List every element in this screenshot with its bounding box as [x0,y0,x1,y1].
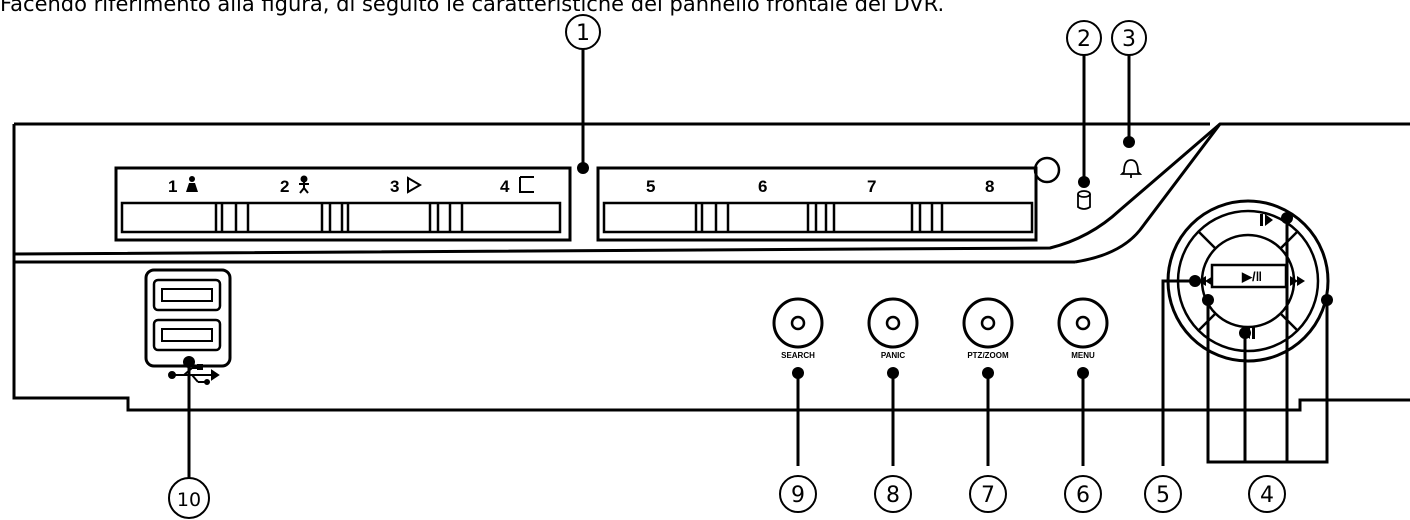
ptz-zoom-button[interactable] [962,297,1014,349]
leader-lines [187,48,1329,478]
channel-label-3: 3 [390,177,399,196]
channel-label-8: 8 [985,177,994,196]
usb-icon [168,364,220,385]
callout-3-circle [1111,20,1147,56]
callout-5: 5 [1156,483,1170,508]
intro-text: Facendo riferimento alla figura, di segu… [0,0,945,16]
channel-label-1: 1 [168,177,177,196]
callout-10-circle [168,477,210,519]
callout-6: 6 [1076,483,1090,508]
play-pause-label: ▶/‖ [1241,269,1262,284]
channel-label-7: 7 [867,177,876,196]
channel-label-2: 2 [280,177,289,196]
step-forward-icon[interactable] [1260,214,1273,226]
callout-9: 9 [791,483,805,508]
fast-forward-icon[interactable] [1290,276,1305,286]
hdd-icon [1077,190,1091,210]
menu-label: MENU [1071,351,1095,360]
callout-4: 4 [1260,483,1274,508]
search-label: SEARCH [781,351,815,360]
play-outline-icon [407,176,422,194]
channel-label-5: 5 [646,177,655,196]
callout-9-circle [779,475,817,513]
corner-bracket-icon [519,176,534,193]
channel-label-6: 6 [758,177,767,196]
callout-1: 1 [576,21,590,46]
search-button[interactable] [772,297,824,349]
callout-7: 7 [981,483,995,508]
leader-dots [183,136,1333,379]
usb-ports [144,268,232,368]
callout-6-circle [1064,475,1102,513]
rewind-icon[interactable] [1198,276,1213,286]
callout-8: 8 [886,483,900,508]
panic-label: PANIC [881,351,906,360]
chassis-outline [12,122,1410,412]
person-icon [186,176,198,192]
callout-2-circle [1066,20,1102,56]
callout-2: 2 [1077,27,1091,52]
channel-group-left [114,166,572,242]
callouts [168,14,1286,519]
panic-button[interactable] [867,297,919,349]
channel-group-right [596,166,1038,242]
callout-3: 3 [1122,27,1136,52]
callout-7-circle [969,475,1007,513]
callout-4-circle [1248,475,1286,513]
callout-10: 10 [177,489,201,511]
ir-receiver-circle [1033,156,1061,184]
bell-icon [1119,159,1143,178]
callout-1-circle [565,14,601,50]
channel-label-4: 4 [500,177,510,196]
callout-5-circle [1144,475,1182,513]
walking-person-icon [299,175,309,194]
ptz-zoom-label: PTZ/ZOOM [967,351,1009,360]
callout-8-circle [874,475,912,513]
menu-button[interactable] [1057,297,1109,349]
